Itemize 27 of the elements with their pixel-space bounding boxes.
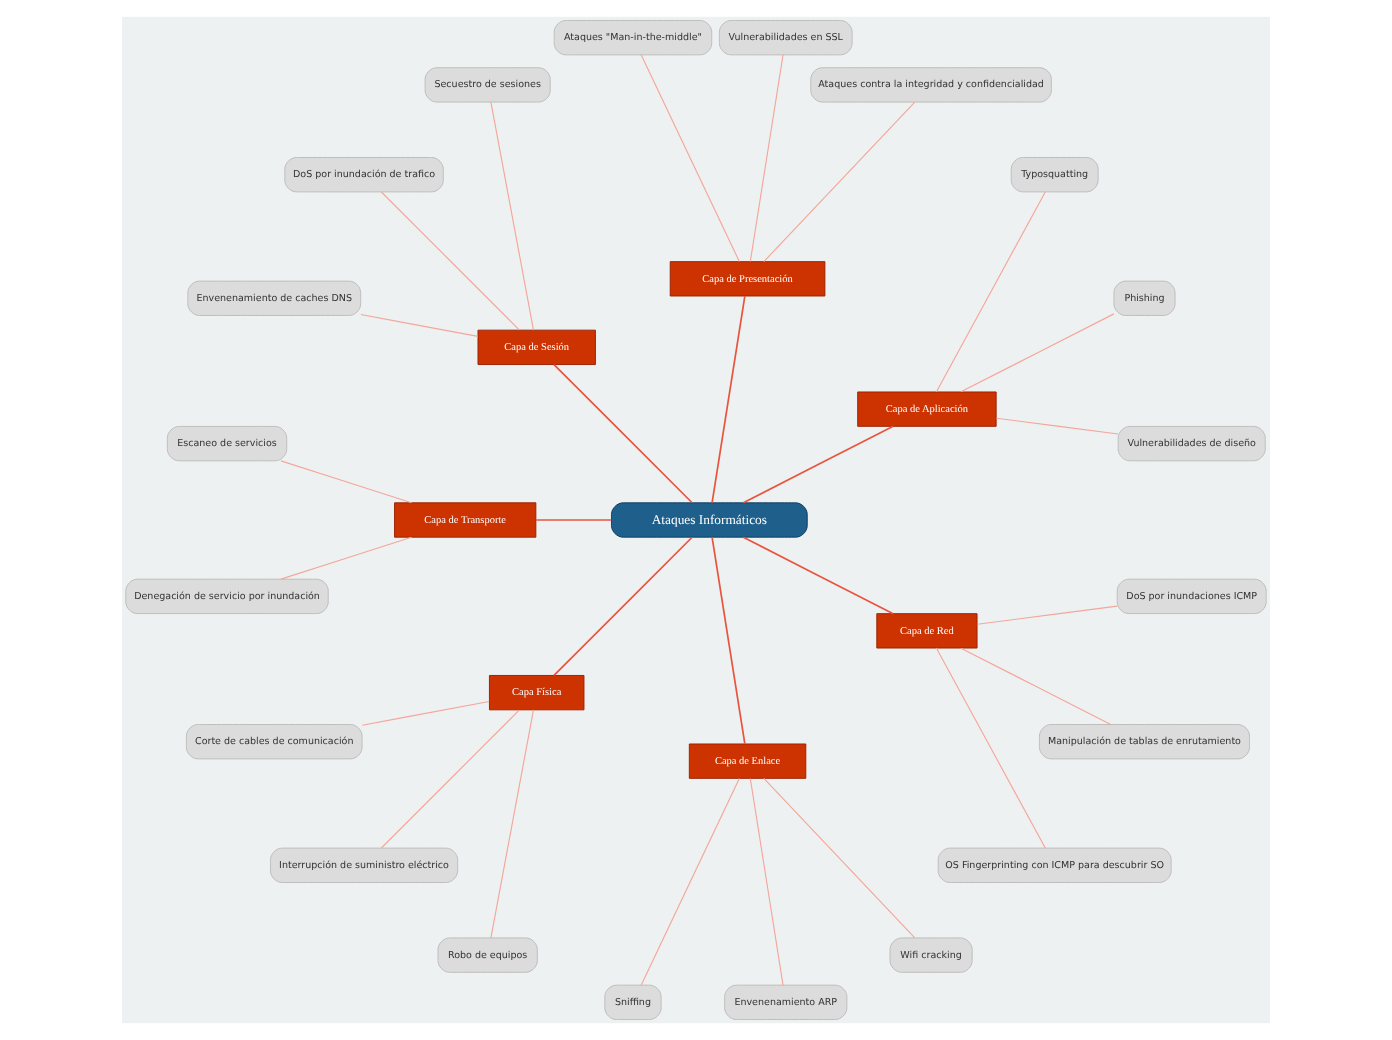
connector	[960, 647, 1112, 726]
connector	[360, 313, 479, 337]
connector	[490, 709, 535, 939]
connector	[640, 54, 740, 263]
connector	[711, 536, 746, 745]
connector	[742, 425, 895, 504]
connector	[711, 295, 746, 504]
connector	[935, 191, 1046, 393]
connector	[380, 709, 520, 849]
connector	[763, 101, 916, 263]
connector	[976, 605, 1118, 625]
connector	[280, 536, 413, 580]
connector	[763, 777, 916, 939]
connector	[935, 647, 1046, 849]
connector	[640, 777, 740, 986]
connector	[490, 101, 535, 331]
connector	[742, 536, 895, 615]
connector	[553, 363, 693, 504]
connector	[535, 519, 613, 521]
connector	[749, 777, 784, 986]
connector	[553, 536, 693, 677]
connector	[749, 54, 784, 263]
connector	[361, 700, 490, 726]
connector	[960, 313, 1115, 393]
connector	[995, 417, 1119, 435]
connector	[280, 460, 413, 504]
connector	[380, 191, 520, 331]
